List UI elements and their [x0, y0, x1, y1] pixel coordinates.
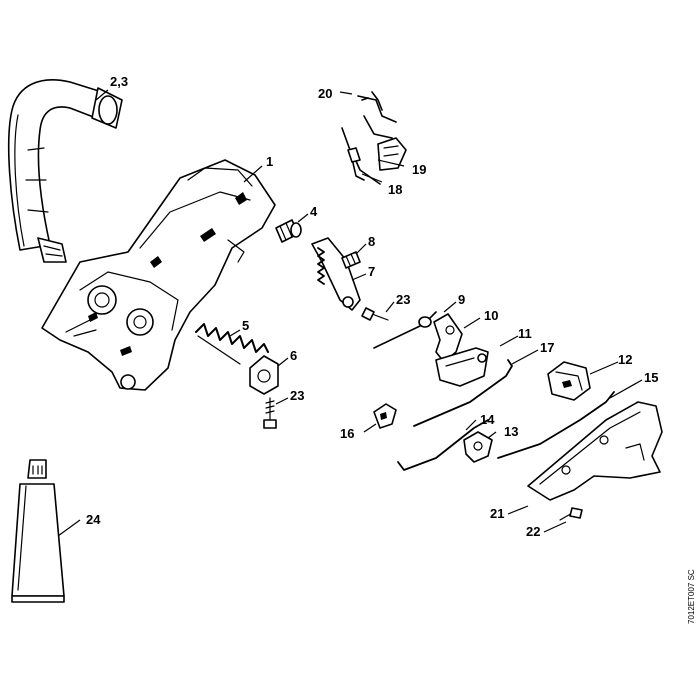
small-lever-part-13[interactable]	[463, 431, 493, 463]
callout-8: 8	[368, 234, 375, 249]
callout-17: 17	[540, 340, 554, 355]
bracket-part-16[interactable]	[373, 403, 397, 429]
stop-part-6[interactable]	[249, 355, 279, 395]
callout-9: 9	[458, 292, 465, 307]
screw-part-23-left[interactable]	[263, 397, 277, 429]
callout-20: 20	[318, 86, 332, 101]
handle-molding-part-21[interactable]	[527, 401, 663, 501]
callout-16: 16	[340, 426, 354, 441]
callout-6: 6	[290, 348, 297, 363]
screw-part-8[interactable]	[341, 251, 361, 269]
screw-part-23-middle[interactable]	[361, 307, 389, 321]
wire-spring-part-9[interactable]	[373, 311, 437, 349]
callout-5: 5	[242, 318, 249, 333]
link-rod-part-17[interactable]	[413, 359, 513, 427]
wire-rod-part-14[interactable]	[397, 419, 489, 471]
interlock-lever-part-11[interactable]	[435, 347, 489, 387]
handlebar-part[interactable]	[7, 79, 123, 263]
wiring-harness-part-18[interactable]	[341, 95, 397, 185]
switch-shaft-part-12[interactable]	[547, 361, 591, 401]
leader-lines	[57, 89, 643, 537]
callout-11: 11	[518, 326, 532, 341]
callout-1: 1	[266, 154, 273, 169]
callout-23-left: 23	[290, 388, 304, 403]
contact-spring-part-20[interactable]	[361, 91, 383, 111]
callout-12: 12	[618, 352, 632, 367]
spring-part-5[interactable]	[195, 323, 269, 365]
callout-7: 7	[368, 264, 375, 279]
grease-tube-part-24[interactable]	[11, 459, 65, 603]
callout-19: 19	[412, 162, 426, 177]
callout-18: 18	[388, 182, 402, 197]
callout-24: 24	[86, 512, 101, 527]
throttle-trigger-part-7[interactable]	[311, 237, 361, 311]
callout-13: 13	[504, 424, 518, 439]
callout-22: 22	[526, 524, 540, 539]
callout-14: 14	[480, 412, 495, 427]
callout-15: 15	[644, 370, 658, 385]
callout-2-3: 2,3	[110, 74, 128, 89]
callout-labels: 1 2,3 4 5 6 23 8 7 23 9 10 11 17 12 15 2…	[86, 74, 658, 539]
screw-part-22[interactable]	[559, 507, 583, 521]
callout-21: 21	[490, 506, 504, 521]
connecting-rod-part-15[interactable]	[497, 391, 615, 459]
handle-housing-part[interactable]	[41, 159, 276, 391]
callout-10: 10	[484, 308, 498, 323]
drawing-code: 7012ET007 SC	[687, 569, 696, 624]
callout-23-middle: 23	[396, 292, 410, 307]
sleeve-part-4[interactable]	[275, 219, 302, 243]
callout-4: 4	[310, 204, 318, 219]
